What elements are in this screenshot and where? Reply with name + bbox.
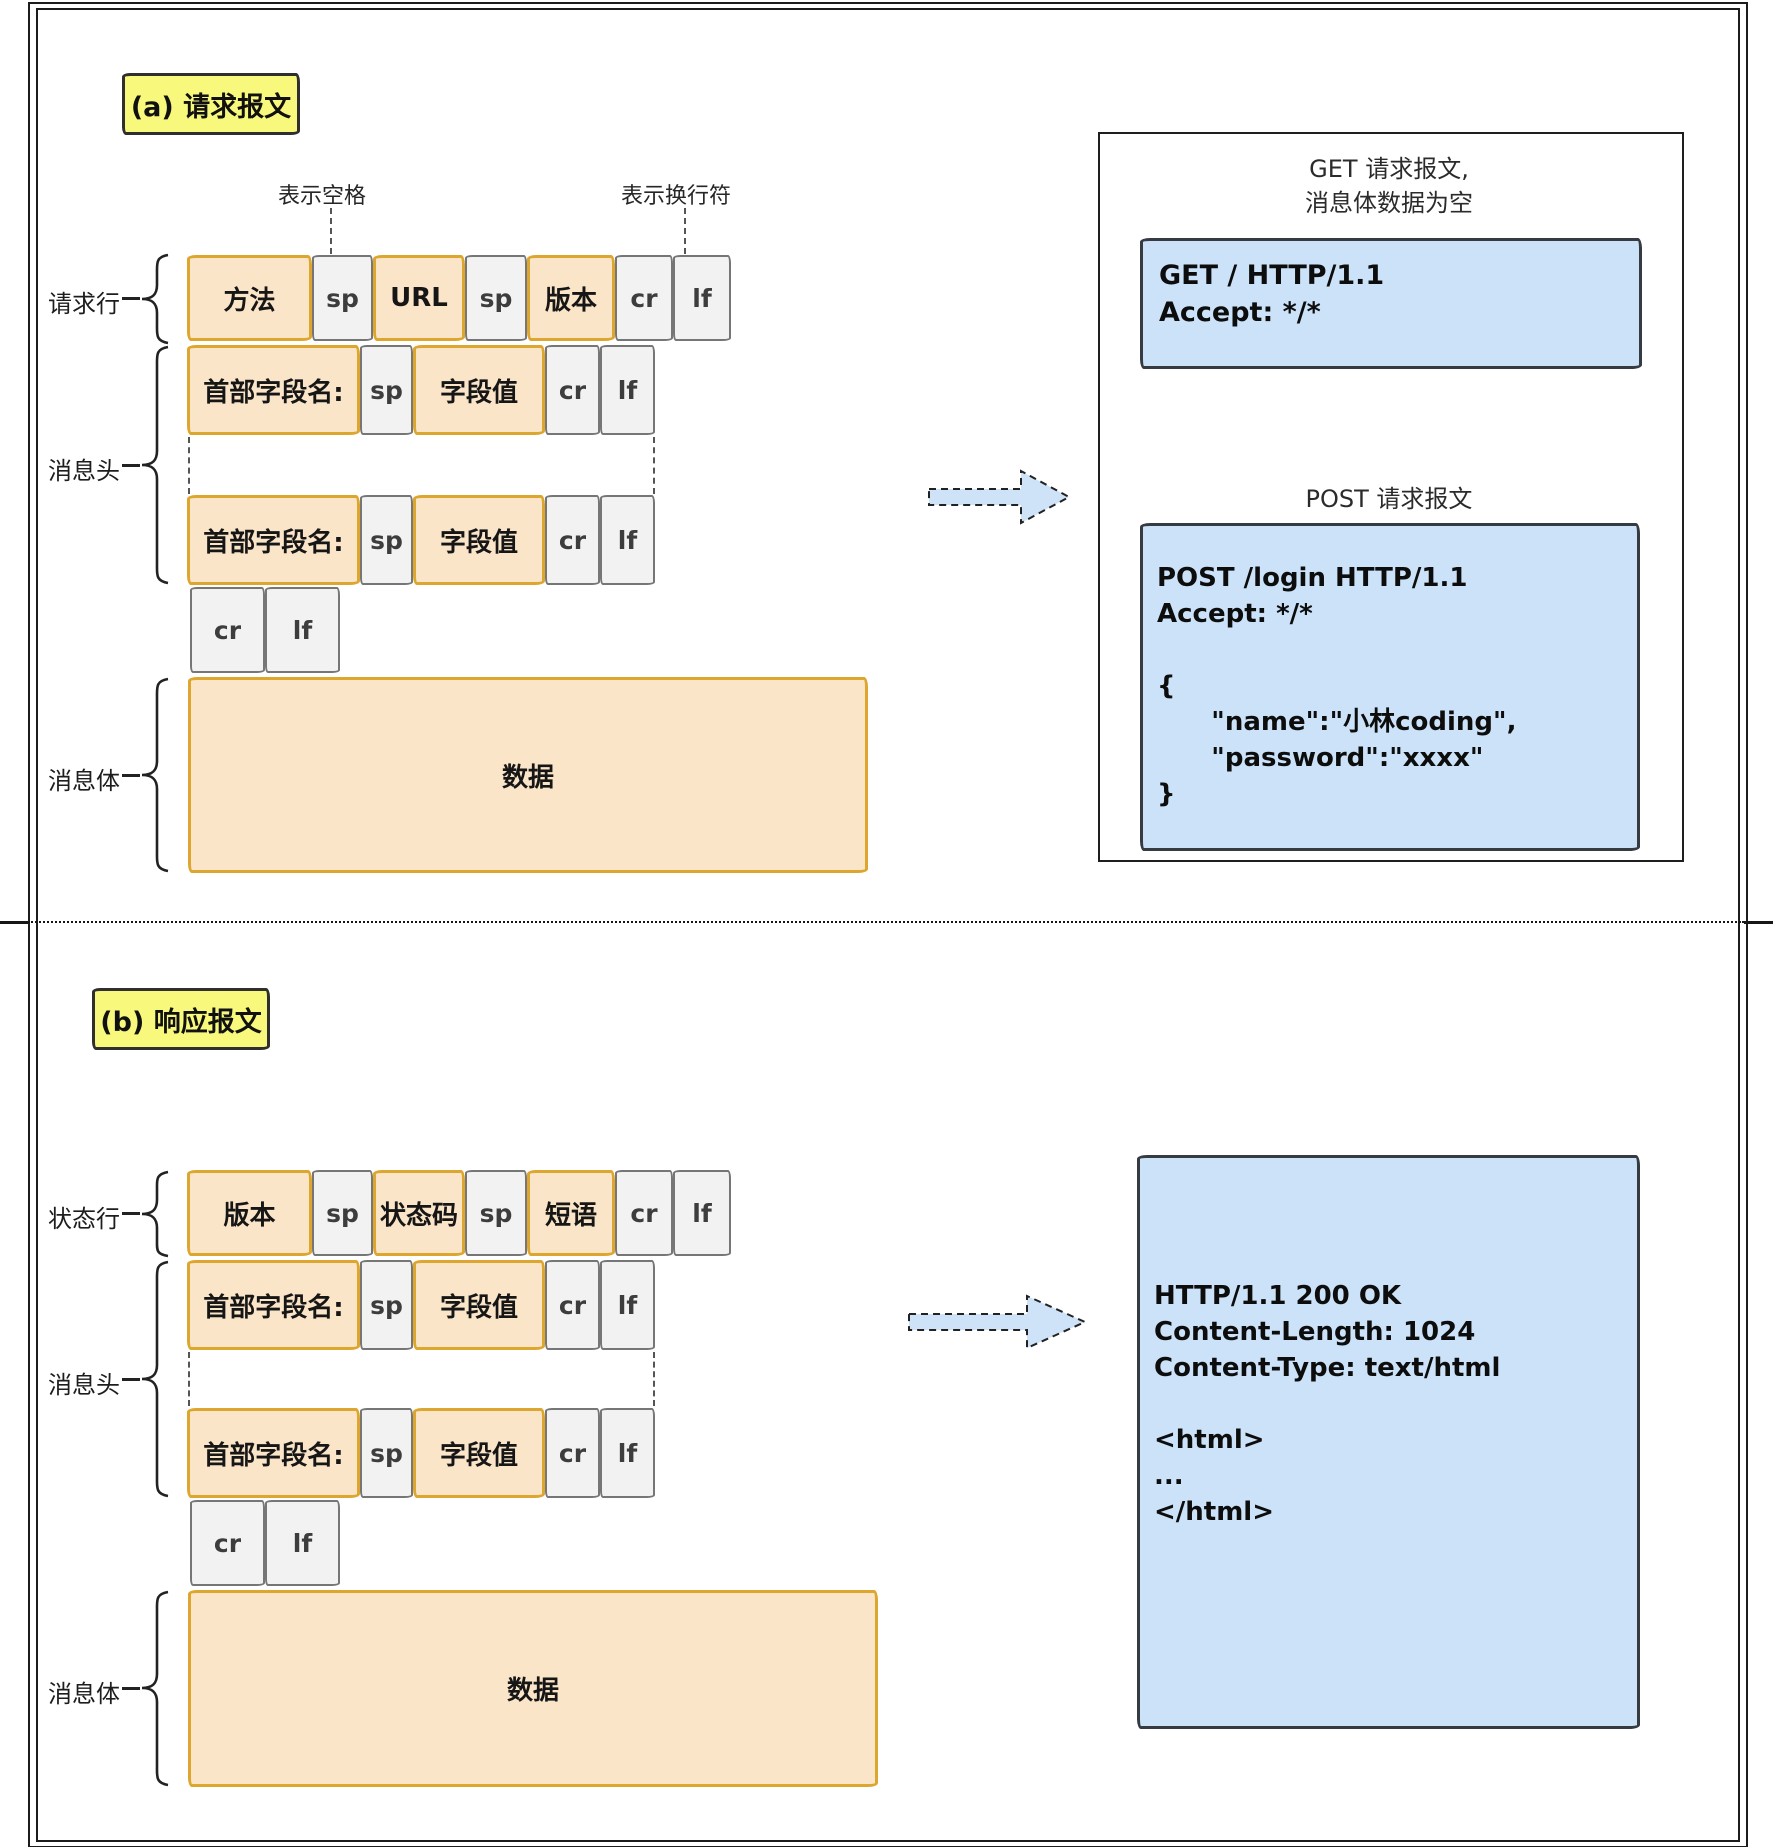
request-example-arrow bbox=[928, 469, 1072, 525]
resp-body-data: 数据 bbox=[188, 1590, 878, 1787]
legend-space-label: 表示空格 bbox=[277, 184, 366, 209]
resp-header2-lf: lf bbox=[600, 1408, 655, 1498]
req-field-method: 方法 bbox=[187, 255, 312, 341]
req-gap-right-line bbox=[653, 437, 655, 494]
response-section-title: (b) 响应报文 bbox=[92, 988, 270, 1050]
req-body-label: 消息体 bbox=[48, 767, 120, 795]
req-body-data: 数据 bbox=[188, 677, 868, 873]
resp-headers-label: 消息头 bbox=[48, 1371, 120, 1399]
request-line-tick bbox=[122, 297, 140, 300]
request-section-title-text: (a) 请求报文 bbox=[130, 91, 292, 123]
post-example-code: POST /login HTTP/1.1 Accept: */* { "name… bbox=[1140, 523, 1640, 851]
resp-emptyline-cr: cr bbox=[190, 1500, 265, 1586]
req-delim-lf: lf bbox=[673, 255, 731, 341]
resp-header1-name: 首部字段名: bbox=[187, 1260, 360, 1350]
req-field-url: URL bbox=[373, 255, 465, 341]
req-header2-cr: cr bbox=[545, 495, 600, 585]
resp-gap-right-line bbox=[653, 1352, 655, 1406]
resp-delim-sp2: sp bbox=[465, 1170, 527, 1256]
resp-delim-sp1: sp bbox=[312, 1170, 373, 1256]
resp-field-phrase: 短语 bbox=[527, 1170, 615, 1256]
req-headers-label: 消息头 bbox=[48, 457, 120, 485]
resp-body-brace bbox=[141, 1590, 169, 1787]
req-header2-name: 首部字段名: bbox=[187, 495, 360, 585]
resp-body-tick bbox=[122, 1687, 140, 1690]
legend-newline-label: 表示换行符 bbox=[620, 184, 731, 209]
status-line-label: 状态行 bbox=[48, 1205, 120, 1233]
req-emptyline-cr: cr bbox=[190, 587, 265, 673]
resp-header2-value: 字段值 bbox=[413, 1408, 545, 1498]
section-divider bbox=[28, 921, 1744, 923]
divider-right-cap bbox=[1744, 921, 1773, 924]
req-field-version: 版本 bbox=[527, 255, 615, 341]
req-header1-name: 首部字段名: bbox=[187, 345, 360, 435]
resp-field-version: 版本 bbox=[187, 1170, 312, 1256]
req-delim-sp1: sp bbox=[312, 255, 373, 341]
req-gap-left-line bbox=[188, 437, 190, 494]
resp-header1-value: 字段值 bbox=[413, 1260, 545, 1350]
req-delim-cr: cr bbox=[615, 255, 673, 341]
req-header1-sp: sp bbox=[360, 345, 413, 435]
req-emptyline-lf: lf bbox=[265, 587, 340, 673]
response-section-title-text: (b) 响应报文 bbox=[100, 1006, 262, 1038]
status-line-tick bbox=[122, 1212, 140, 1215]
req-body-brace bbox=[141, 677, 169, 873]
legend-newline-line bbox=[684, 208, 686, 254]
request-line-label: 请求行 bbox=[48, 290, 120, 318]
divider-left-cap bbox=[0, 921, 28, 924]
resp-headers-tick bbox=[122, 1378, 140, 1381]
req-header2-lf: lf bbox=[600, 495, 655, 585]
get-example-title: GET 请求报文, 消息体数据为空 bbox=[1305, 155, 1473, 217]
resp-gap-left-line bbox=[188, 1352, 190, 1406]
resp-header2-sp: sp bbox=[360, 1408, 413, 1498]
resp-header1-sp: sp bbox=[360, 1260, 413, 1350]
response-example-code: HTTP/1.1 200 OK Content-Length: 1024 Con… bbox=[1137, 1155, 1640, 1729]
req-body-tick bbox=[122, 774, 140, 777]
resp-delim-cr: cr bbox=[615, 1170, 673, 1256]
request-section-title: (a) 请求报文 bbox=[122, 73, 300, 135]
resp-delim-lf: lf bbox=[673, 1170, 731, 1256]
req-headers-tick bbox=[122, 464, 140, 467]
response-example-arrow bbox=[908, 1294, 1088, 1350]
req-header1-value: 字段值 bbox=[413, 345, 545, 435]
resp-emptyline-lf: lf bbox=[265, 1500, 340, 1586]
resp-header2-name: 首部字段名: bbox=[187, 1408, 360, 1498]
post-example-title: POST 请求报文 bbox=[1305, 485, 1473, 513]
resp-field-statuscode: 状态码 bbox=[373, 1170, 465, 1256]
request-line-brace bbox=[141, 253, 169, 345]
resp-headers-brace bbox=[141, 1260, 169, 1498]
req-headers-brace bbox=[141, 345, 169, 585]
legend-space-line bbox=[330, 208, 332, 254]
req-header2-value: 字段值 bbox=[413, 495, 545, 585]
resp-header2-cr: cr bbox=[545, 1408, 600, 1498]
req-header1-cr: cr bbox=[545, 345, 600, 435]
resp-body-label: 消息体 bbox=[48, 1680, 120, 1708]
resp-header1-cr: cr bbox=[545, 1260, 600, 1350]
req-header2-sp: sp bbox=[360, 495, 413, 585]
resp-header1-lf: lf bbox=[600, 1260, 655, 1350]
get-example-code: GET / HTTP/1.1 Accept: */* bbox=[1140, 238, 1642, 369]
inner-frame bbox=[36, 8, 1740, 1842]
req-delim-sp2: sp bbox=[465, 255, 527, 341]
req-header1-lf: lf bbox=[600, 345, 655, 435]
status-line-brace bbox=[141, 1170, 169, 1258]
